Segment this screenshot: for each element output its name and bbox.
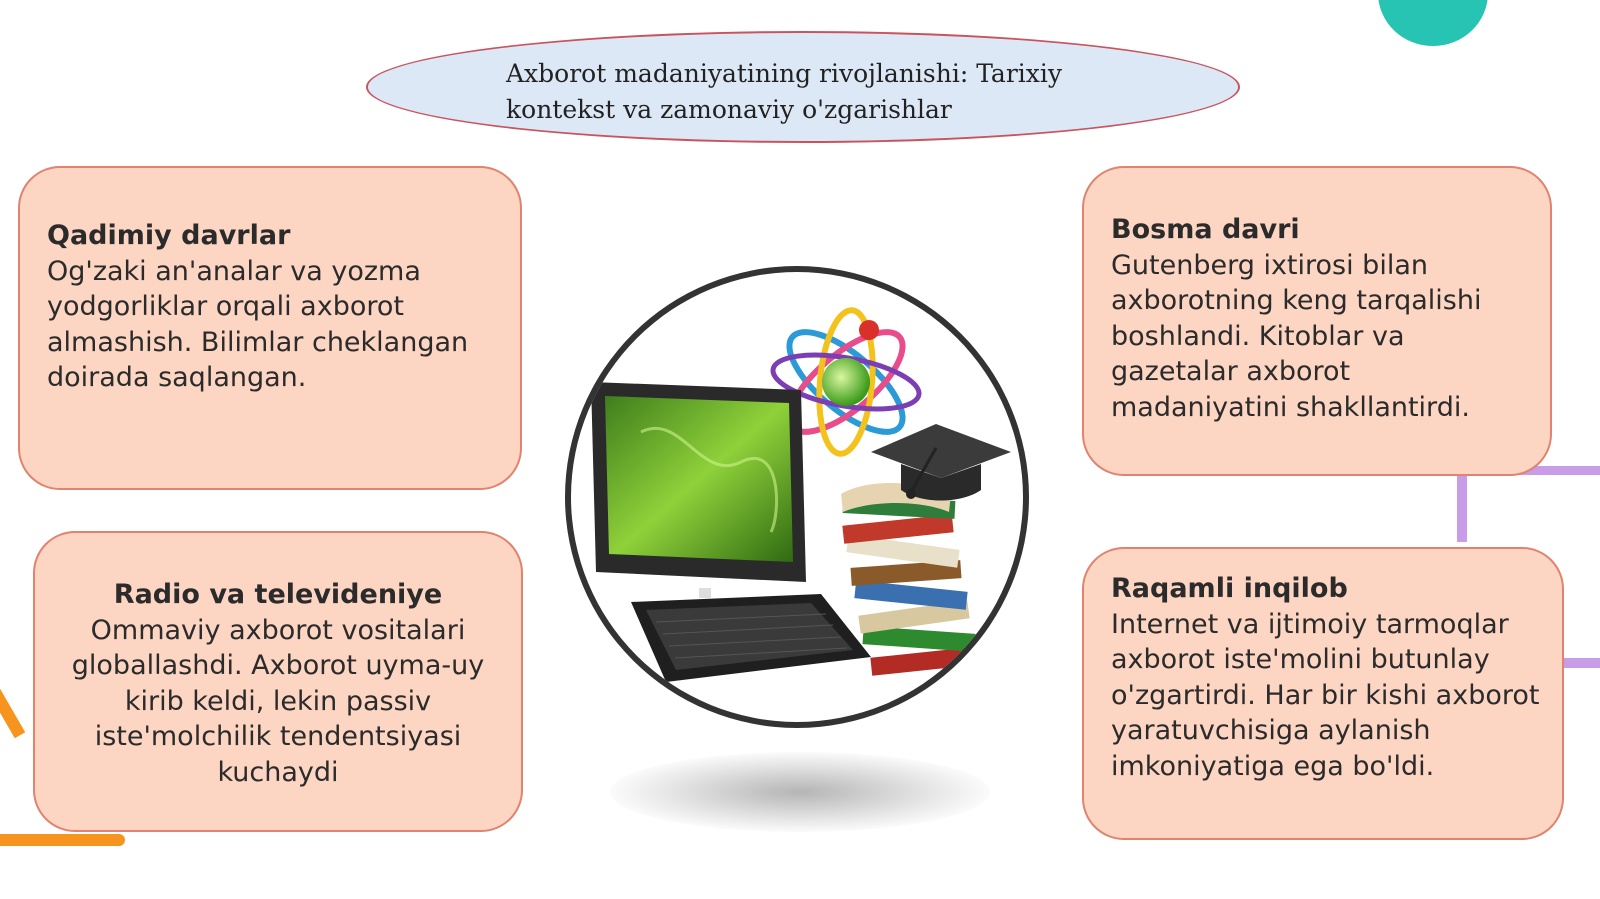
card-ancient-times: Qadimiy davrlar Og'zaki an'analar va yoz… xyxy=(18,166,522,490)
teal-circle-decoration xyxy=(1378,0,1488,46)
card-body: Gutenberg ixtirosi bilan axborotning ken… xyxy=(1111,249,1482,423)
orange-connector-line xyxy=(0,663,26,739)
title-ellipse xyxy=(366,31,1240,143)
card-body: Ommaviy axborot vositalari globallashdi.… xyxy=(71,614,485,788)
books-icon xyxy=(841,483,982,676)
laptop-icon xyxy=(591,382,871,682)
illustration-graphic xyxy=(591,307,1011,682)
card-heading: Radio va televideniye xyxy=(113,579,443,610)
slide-title-line-2: kontekst va zamonaviy o'zgarishlar xyxy=(506,95,952,124)
card-print-era: Bosma davri Gutenberg ixtirosi bilan axb… xyxy=(1082,166,1552,476)
illustration-shadow xyxy=(610,752,990,832)
card-heading: Raqamli inqilob xyxy=(1111,573,1348,604)
graduation-cap-icon xyxy=(871,424,1011,501)
card-heading: Qadimiy davrlar xyxy=(47,220,291,251)
purple-connector-line xyxy=(1560,658,1600,668)
card-digital-revolution: Raqamli inqilob Internet va ijtimoiy tar… xyxy=(1082,547,1564,840)
purple-connector-line xyxy=(1500,466,1600,475)
card-radio-tv: Radio va televideniye Ommaviy axborot vo… xyxy=(33,531,523,832)
purple-connector-line xyxy=(1457,470,1467,542)
card-heading: Bosma davri xyxy=(1111,214,1300,245)
central-illustration xyxy=(565,266,1029,728)
card-body: Internet va ijtimoiy tarmoqlar axborot i… xyxy=(1111,608,1540,782)
card-body: Og'zaki an'analar va yozma yodgorliklar … xyxy=(47,255,469,394)
slide-title-line-1: Axborot madaniyatining rivojlanishi: Tar… xyxy=(506,59,1063,88)
slide-title: Axborot madaniyatining rivojlanishi: Tar… xyxy=(506,56,1126,128)
orange-connector-line xyxy=(0,834,125,846)
